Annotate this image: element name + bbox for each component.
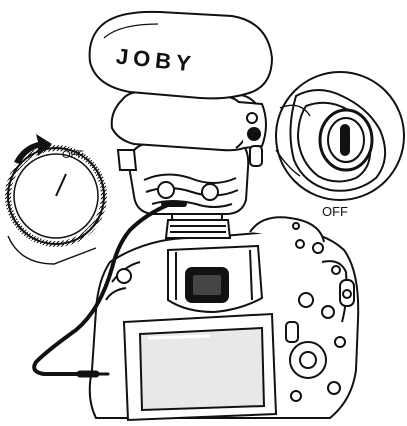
switch-off-label: OFF: [322, 204, 348, 219]
dial-off-label: OFF: [62, 149, 84, 161]
viewfinder-eyecup: [168, 246, 262, 312]
switch-detail-callout: OFF: [276, 72, 404, 219]
rear-lcd-screen: [124, 314, 276, 420]
dial-callout: OFF: [8, 134, 104, 264]
